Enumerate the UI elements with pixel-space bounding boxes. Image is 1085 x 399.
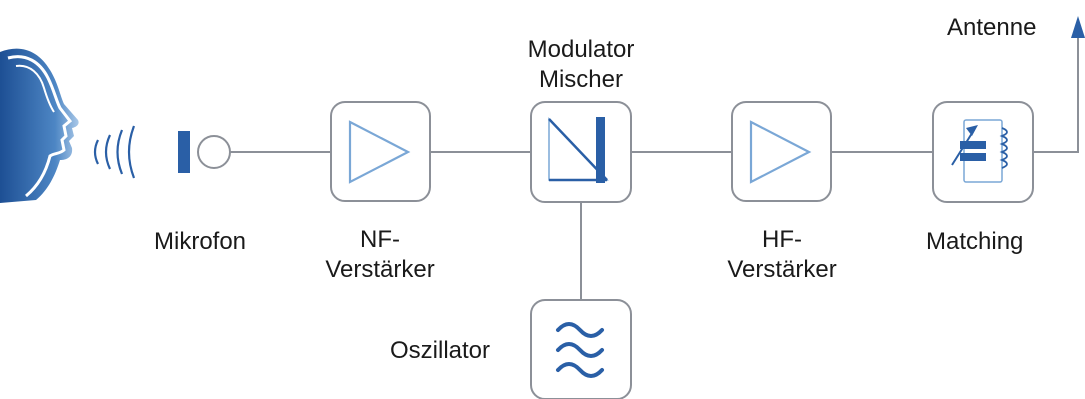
mikrofon-label: Mikrofon — [154, 228, 247, 255]
mixer-diagonal-icon — [548, 117, 609, 183]
matching-block — [932, 101, 1034, 203]
matching-label: Matching — [926, 228, 1024, 255]
sine-waves-icon — [556, 322, 604, 378]
modulator-label-line2: Mischer — [538, 66, 623, 93]
hf-amplifier-label-line2: Verstärker — [727, 256, 837, 283]
line-matching-to-antenna — [1033, 38, 1079, 153]
nf-amplifier-block — [330, 101, 431, 202]
amplifier-triangle-icon — [749, 120, 812, 184]
nf-amplifier-label-line1: NF- — [360, 226, 400, 253]
modulator-label-line1: Modulator — [527, 36, 635, 63]
antenne-label: Antenne — [947, 14, 1037, 41]
oszillator-label: Oszillator — [390, 337, 491, 364]
head-profile-icon — [0, 48, 79, 204]
antenna-icon — [1071, 16, 1085, 38]
sound-waves-icon — [93, 125, 136, 179]
hf-amplifier-block — [731, 101, 832, 202]
nf-amplifier-label-line2: Verstärker — [325, 256, 435, 283]
matching-coil-icon — [951, 119, 1008, 183]
signal-lines — [230, 38, 1079, 300]
hf-amplifier-label-line1: HF- — [762, 226, 802, 253]
modulator-block — [530, 101, 632, 203]
oscillator-block — [530, 299, 632, 399]
microphone-icon — [178, 131, 231, 173]
amplifier-triangle-icon — [348, 120, 411, 184]
